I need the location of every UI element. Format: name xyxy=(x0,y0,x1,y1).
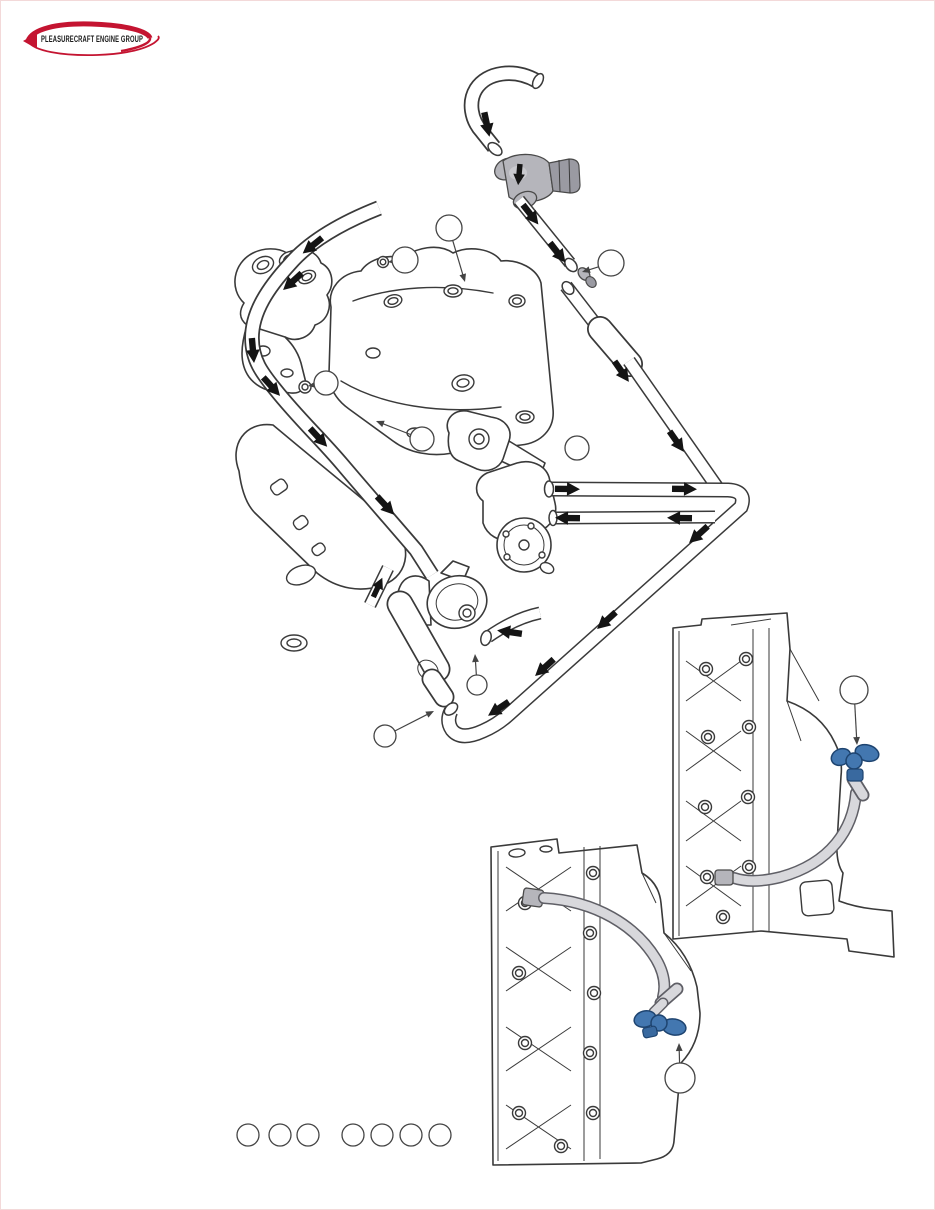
supply-hose xyxy=(623,356,723,492)
callout-5 xyxy=(409,426,435,452)
callout-9 xyxy=(839,675,869,705)
hose-adapter-fitting xyxy=(577,267,597,289)
pleasurecraft-logo: Pleasurecraft Engine Group xyxy=(23,21,160,57)
transmission-cooler xyxy=(386,590,455,708)
hose-loop xyxy=(441,480,750,744)
logo-text: Pleasurecraft Engine Group xyxy=(41,34,143,44)
block-bolts-center xyxy=(511,865,602,1154)
callout-layer xyxy=(307,214,869,1094)
crossover-hose xyxy=(244,200,439,580)
small-fittings xyxy=(298,255,390,394)
callout-8 xyxy=(373,724,397,748)
callout-1 xyxy=(435,214,463,242)
legend-circle-7 xyxy=(428,1123,452,1147)
legend-circle-5 xyxy=(370,1123,394,1147)
callout-9-arrowhead xyxy=(853,736,861,746)
callout-3 xyxy=(597,249,625,277)
drain-plug-center xyxy=(633,1010,687,1039)
callout-1-leader xyxy=(452,240,464,276)
top-inlet-hose xyxy=(463,65,545,157)
callout-4 xyxy=(313,370,339,396)
callout-7-leader xyxy=(474,660,477,676)
thermostat-tee-fitting xyxy=(494,153,581,210)
legend-circle-4 xyxy=(341,1123,365,1147)
callout-7 xyxy=(466,674,488,696)
callout-8-arrowhead xyxy=(425,707,436,718)
legend-circle-3 xyxy=(296,1123,320,1147)
engine-block-center xyxy=(490,838,701,1166)
raw-water-pump xyxy=(475,461,557,575)
callout-2 xyxy=(391,246,419,274)
legend-circle-6 xyxy=(399,1123,423,1147)
callout-7-arrowhead xyxy=(471,653,479,663)
legend-circle-2 xyxy=(268,1123,292,1147)
legend-circle-1 xyxy=(236,1123,260,1147)
engine-block-right xyxy=(672,612,895,958)
logo-swoosh-icon xyxy=(23,21,160,57)
inline-strainer xyxy=(560,280,643,377)
pump-inlet-elbow xyxy=(480,606,542,647)
drain-plug-right xyxy=(830,743,880,782)
callout-9-leader xyxy=(854,703,858,739)
block-bolts-right xyxy=(697,651,757,925)
callout-3-leader xyxy=(588,266,599,271)
callout-6 xyxy=(564,435,590,461)
callout-10 xyxy=(664,1062,696,1094)
intake-manifold xyxy=(328,246,554,456)
callout-5-leader xyxy=(382,422,412,436)
drain-hose-center xyxy=(521,887,684,1018)
port-muffler xyxy=(235,423,407,652)
drain-hose-right xyxy=(714,772,870,887)
callout-8-leader xyxy=(394,713,429,732)
legend-circle-row xyxy=(236,1123,452,1147)
